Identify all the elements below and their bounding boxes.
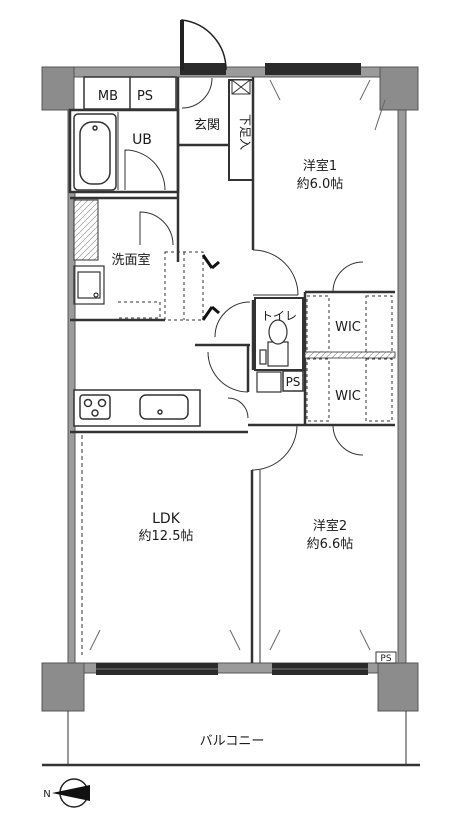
western2-size-label: 約6.6帖	[307, 537, 354, 552]
genkan-door-arc	[181, 77, 213, 109]
entrance-door	[180, 19, 227, 75]
bathtub	[73, 113, 117, 191]
ldk-light-lines	[89, 79, 386, 651]
genkan-label: 玄関	[194, 118, 220, 133]
shaft-marker	[231, 79, 251, 95]
wic2-door-arc	[332, 424, 364, 456]
ps-mid-label: PS	[286, 375, 301, 389]
toilet-label: トイレ	[261, 309, 297, 323]
washroom-storage-dashed	[118, 301, 161, 319]
hall-door-arc	[214, 301, 251, 338]
western1-size-label: 約6.0帖	[297, 177, 344, 192]
washroom-storage	[164, 251, 204, 321]
compass-north-label: N	[43, 789, 50, 800]
ps-top-label: PS	[137, 89, 153, 104]
western2-door-arc	[251, 424, 298, 471]
ub-label: UB	[132, 132, 152, 148]
structural-columns	[41, 66, 419, 712]
kitchen-counter	[73, 389, 201, 427]
washroom-shelf	[73, 199, 99, 261]
toilet-shelf	[256, 371, 282, 393]
shoe-storage-label: 下足入	[238, 114, 252, 150]
washroom-storage-doors	[201, 254, 220, 321]
compass-icon: N	[43, 778, 90, 808]
toilet-ps-box	[282, 370, 304, 392]
western2-name-label: 洋室2	[313, 518, 347, 534]
wic-shelf-band	[304, 351, 396, 359]
balcony	[42, 711, 420, 767]
interior-walls	[68, 76, 395, 663]
balcony-label: バルコニー	[200, 734, 265, 749]
ps-corner-label: PS	[380, 654, 391, 664]
wic-storage	[306, 295, 393, 422]
corner-ps-box	[375, 651, 397, 664]
washer-pan	[73, 265, 105, 305]
western1-name-label: 洋室1	[303, 158, 337, 174]
balcony-windows	[96, 663, 368, 675]
ldk-name-label: LDK	[152, 511, 181, 527]
ldk-door-arc	[207, 351, 249, 393]
wic2-label: WIC	[335, 389, 361, 404]
washroom-label: 洗面室	[111, 252, 150, 268]
wic1-label: WIC	[335, 320, 361, 335]
toilet-fixture	[259, 319, 289, 367]
mb-label: MB	[98, 89, 118, 104]
western1-door-arc	[252, 249, 299, 296]
ldk-door-arc-2	[227, 397, 249, 419]
wic1-door-arc	[332, 261, 364, 293]
ub-door-arc	[124, 149, 166, 191]
top-window	[265, 63, 361, 75]
ldk-size-label: 約12.5帖	[139, 529, 194, 544]
washroom-door-arc	[139, 211, 174, 246]
